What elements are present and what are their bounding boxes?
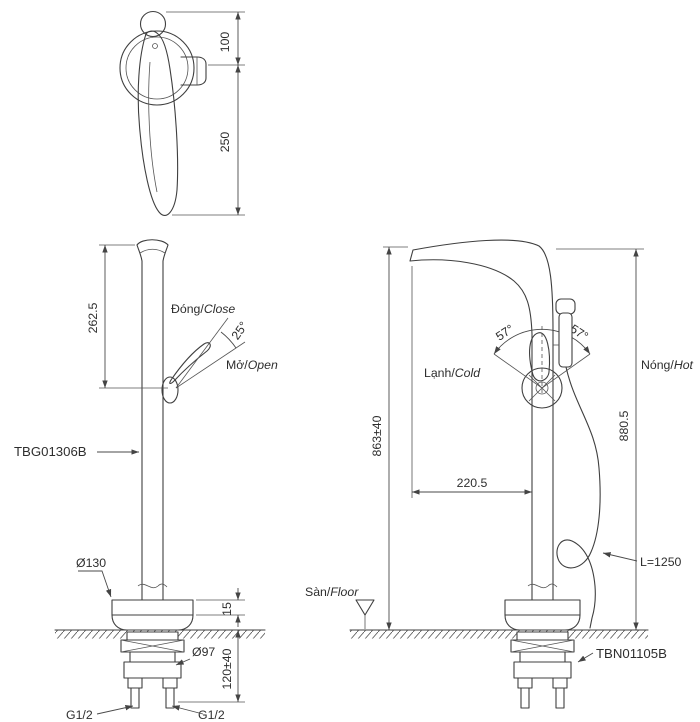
angle-57-line-left	[493, 353, 543, 389]
fitting-nut	[517, 677, 533, 689]
shower-hose	[556, 366, 601, 629]
handle-lever-highlight	[148, 61, 158, 193]
fitting-part	[519, 651, 566, 663]
handle-pivot-center	[535, 381, 549, 395]
dim-220-label: 220.5	[457, 476, 488, 490]
open-label-vi: Mở/	[226, 358, 248, 372]
open-position-line	[175, 341, 246, 389]
hot-label: Nóng/Hot	[641, 358, 694, 372]
open-label: Mở/Open	[226, 358, 278, 372]
hot-label-en: Hot	[674, 358, 694, 372]
column-left-line	[136, 244, 143, 601]
supply-pipe	[555, 687, 565, 709]
column-break-wave	[137, 583, 168, 589]
angle-25-label: 25°	[229, 319, 251, 342]
close-label-vi: Đóng/	[171, 302, 204, 316]
close-label-en: Close	[204, 302, 236, 316]
handle-knob-top	[139, 10, 167, 38]
angle-57-line-right	[541, 353, 591, 389]
angle-57-arc	[493, 328, 591, 355]
base-plate	[111, 599, 194, 616]
open-label-en: Open	[248, 358, 278, 372]
fitting-part	[123, 661, 182, 679]
model-right-label: TBN01105B	[596, 646, 667, 661]
g12-right-label: G1/2	[198, 708, 225, 722]
screw-dot	[152, 43, 158, 49]
dim-880-label: 880.5	[617, 410, 631, 441]
handshower-head	[555, 298, 576, 315]
cold-label: Lạnh/Cold	[424, 366, 481, 380]
supply-pipe	[520, 687, 530, 709]
dia-130-label: Ø130	[76, 556, 106, 570]
base-flange	[504, 614, 581, 631]
fitting-part	[126, 631, 179, 641]
front-view: 25° Đóng/Close Mở/Open 262.5 TBG01306B Ø…	[14, 239, 278, 722]
handshower-body	[558, 312, 573, 368]
fitting-cross	[510, 639, 575, 653]
top-view: 100 250	[119, 10, 245, 216]
angle-25-arc	[220, 331, 237, 349]
cold-label-vi: Lạnh/	[424, 366, 455, 380]
angle-57-left-label: 57°	[493, 322, 516, 344]
g12-right-leader	[171, 705, 204, 715]
column-break-wave	[527, 583, 558, 589]
model-left-label: TBG01306B	[14, 444, 87, 459]
dim-262-label: 262.5	[86, 302, 100, 333]
dia-97-label: Ø97	[192, 645, 215, 659]
handle-lever-top	[137, 30, 179, 216]
column-right-line	[162, 244, 169, 601]
dim-15-label: 15	[220, 602, 234, 616]
base-plate	[504, 599, 581, 616]
dim-120-label: 120±40	[220, 648, 234, 689]
floor-datum-triangle	[355, 599, 375, 616]
close-label: Đóng/Close	[171, 302, 235, 316]
spout-top-curve	[136, 239, 169, 246]
spout-profile	[409, 239, 554, 335]
floor-hatch-right	[350, 630, 648, 639]
fitting-nut	[127, 677, 143, 689]
handle-lever-front	[169, 342, 211, 385]
side-view: 57° 57° Lạnh/Cold Nóng/Hot L=1250 863±40…	[305, 239, 694, 709]
fitting-part	[513, 661, 572, 679]
g12-left-leader	[96, 704, 134, 715]
handle-pivot-circle	[521, 367, 563, 409]
handle-escutcheon	[161, 376, 179, 404]
fitting-nut	[552, 677, 568, 689]
dim-100-label: 100	[218, 32, 232, 53]
hose-length-leader	[602, 552, 638, 562]
model-right-leader	[577, 652, 594, 663]
close-position-line	[175, 317, 229, 389]
spout-outlet-top	[180, 56, 207, 86]
spout-lip-line	[139, 248, 166, 254]
fitting-cross	[120, 639, 185, 653]
fitting-part	[516, 631, 569, 641]
floor-label-en: Floor	[330, 585, 359, 599]
escutcheon-inner-circle	[125, 36, 189, 100]
supply-pipe	[130, 687, 140, 709]
hose-length-label: L=1250	[640, 555, 682, 569]
dim-250-label: 250	[218, 132, 232, 153]
handle-lever-side	[529, 332, 551, 382]
floor-label-vi: Sàn/	[305, 585, 331, 599]
cold-label-en: Cold	[455, 366, 481, 380]
floor-label: Sàn/Floor	[305, 585, 359, 599]
base-flange	[111, 614, 194, 631]
escutcheon-outer-circle	[119, 30, 195, 106]
g12-left-label: G1/2	[66, 708, 93, 722]
dia-97-leader	[175, 658, 191, 666]
fitting-nut	[162, 677, 178, 689]
supply-pipe	[165, 687, 175, 709]
fitting-part	[129, 651, 176, 663]
dim-863-label: 863±40	[370, 415, 384, 456]
dia-130-leader	[78, 570, 112, 598]
hot-label-vi: Nóng/	[641, 358, 674, 372]
